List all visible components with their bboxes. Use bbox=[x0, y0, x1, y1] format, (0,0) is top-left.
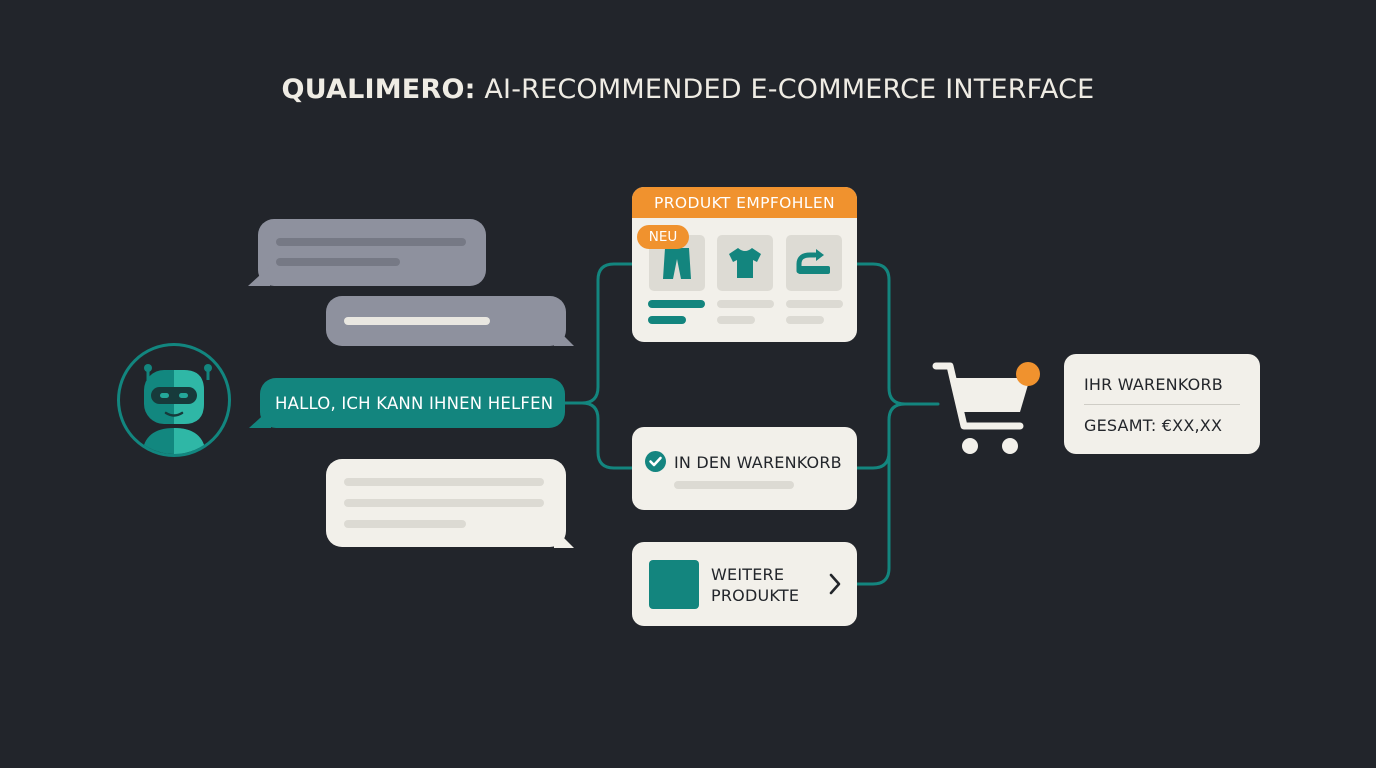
chat-bubble-user-3 bbox=[326, 459, 566, 547]
cart-total: GESAMT: €XX,XX bbox=[1084, 416, 1223, 435]
product-price-line bbox=[786, 316, 824, 324]
recommendation-card[interactable]: PRODUKT EMPFOHLEN bbox=[632, 187, 857, 342]
add-to-cart-label: IN DEN WARENKORB bbox=[674, 453, 842, 472]
shopping-cart-icon[interactable] bbox=[930, 356, 1040, 456]
placeholder-line bbox=[344, 317, 490, 325]
chat-bubble-user-2 bbox=[326, 296, 566, 346]
connector-rec-to-cart bbox=[855, 262, 940, 406]
page-title: QUALIMERO: AI-RECOMMENDED E-COMMERCE INT… bbox=[0, 74, 1376, 105]
product-thumb-3[interactable] bbox=[786, 235, 842, 291]
placeholder-line bbox=[344, 478, 544, 486]
chat-bubble-user-1 bbox=[258, 219, 486, 286]
connector-cartcard-to-cart bbox=[855, 402, 907, 470]
placeholder-line bbox=[674, 481, 794, 489]
bot-avatar bbox=[117, 343, 231, 457]
bubble-tail bbox=[248, 266, 270, 286]
product-image-placeholder bbox=[649, 560, 699, 609]
bubble-tail bbox=[554, 528, 574, 548]
placeholder-line bbox=[276, 238, 466, 246]
cart-title: IHR WARENKORB bbox=[1084, 375, 1223, 394]
more-products-label-line2: PRODUKTE bbox=[711, 586, 800, 605]
placeholder-line bbox=[344, 499, 544, 507]
product-title-line bbox=[648, 300, 705, 308]
cart-summary-card[interactable]: IHR WARENKORB GESAMT: €XX,XX bbox=[1064, 354, 1260, 454]
chat-bubble-bot: HALLO, ICH KANN IHNEN HELFEN bbox=[260, 378, 565, 428]
placeholder-line bbox=[344, 520, 466, 528]
connector-bubble-to-cart-card bbox=[580, 401, 634, 470]
chevron-right-icon bbox=[829, 573, 841, 595]
product-price-line bbox=[717, 316, 755, 324]
check-icon bbox=[645, 451, 666, 472]
placeholder-line bbox=[276, 258, 400, 266]
recommendation-header: PRODUKT EMPFOHLEN bbox=[632, 187, 857, 218]
brand-name: QUALIMERO: bbox=[281, 74, 476, 105]
trousers-icon bbox=[663, 248, 691, 279]
tshirt-icon bbox=[729, 248, 761, 278]
bubble-tail bbox=[554, 326, 574, 346]
product-title-line bbox=[786, 300, 843, 308]
connector-bubble-to-cards bbox=[563, 262, 634, 405]
cart-notification-dot bbox=[1016, 362, 1040, 386]
add-to-cart-button[interactable] bbox=[632, 427, 857, 510]
product-thumb-2[interactable] bbox=[717, 235, 773, 291]
more-products-label-line1: WEITERE bbox=[711, 565, 785, 584]
connector-more-to-cart bbox=[855, 418, 891, 586]
product-price-line bbox=[648, 316, 686, 324]
cap-icon bbox=[796, 249, 830, 274]
bot-greeting-text: HALLO, ICH KANN IHNEN HELFEN bbox=[275, 393, 554, 413]
title-rest: AI-RECOMMENDED E-COMMERCE INTERFACE bbox=[475, 74, 1095, 105]
bubble-tail bbox=[249, 408, 271, 428]
new-badge: NEU bbox=[637, 225, 689, 249]
divider bbox=[1084, 404, 1240, 405]
robot-icon bbox=[142, 364, 212, 454]
product-title-line bbox=[717, 300, 774, 308]
